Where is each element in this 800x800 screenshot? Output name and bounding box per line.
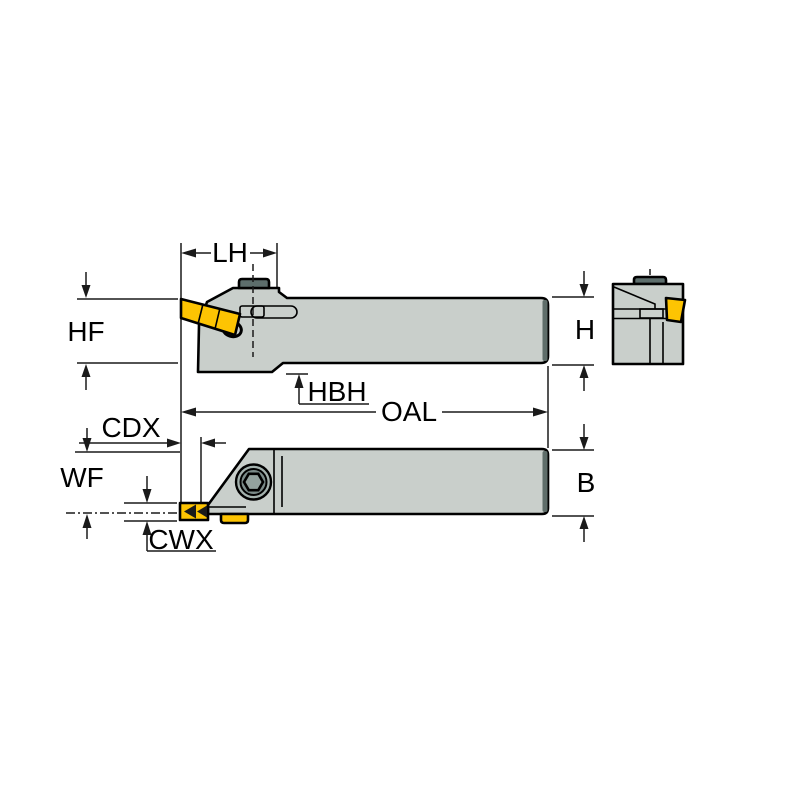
clamp-slot	[250, 305, 298, 319]
dimension-labels: LH HF HBH OAL CDX WF CWX H B	[60, 237, 595, 555]
label-oal: OAL	[381, 396, 437, 427]
hex-socket-icon	[242, 472, 265, 492]
dimension-lines	[66, 243, 594, 552]
end-view-blade-section	[639, 308, 664, 319]
clamp-screw-head-icon	[237, 277, 271, 290]
insert-segment-lines	[197, 303, 221, 330]
label-h: H	[575, 314, 595, 345]
end-view-edge-lines	[649, 318, 664, 363]
end-view-chamfer	[613, 286, 656, 309]
end-view-insert	[664, 296, 687, 324]
end-view	[611, 269, 687, 366]
label-wf: WF	[60, 462, 104, 493]
label-hbh: HBH	[307, 376, 366, 407]
top-view	[178, 447, 550, 525]
label-lh: LH	[212, 237, 248, 268]
label-b: B	[577, 467, 596, 498]
insert-chipformer-mark	[197, 505, 207, 518]
side-view	[179, 264, 550, 374]
end-view-body	[611, 282, 685, 366]
torx-screw	[234, 463, 273, 501]
label-cwx: CWX	[148, 524, 214, 555]
label-cdx: CDX	[101, 412, 160, 443]
spare-insert-strip	[219, 512, 250, 525]
insert-chipformer-mark	[184, 504, 196, 519]
shank-end-cap	[542, 300, 548, 361]
shank-end-cap-2	[542, 451, 548, 512]
dim-oal	[181, 407, 548, 417]
dim-hf	[77, 272, 178, 390]
side-view-body	[196, 286, 550, 374]
end-view-screw-head	[632, 275, 668, 286]
dim-b	[552, 424, 594, 542]
clamp-pin	[239, 305, 265, 318]
top-view-body	[206, 447, 550, 516]
dim-wf	[66, 428, 181, 539]
dim-h	[552, 271, 594, 391]
dim-lh	[181, 248, 277, 258]
label-hf: HF	[67, 316, 104, 347]
dim-cwx	[124, 476, 216, 552]
dim-cdx	[79, 438, 226, 448]
